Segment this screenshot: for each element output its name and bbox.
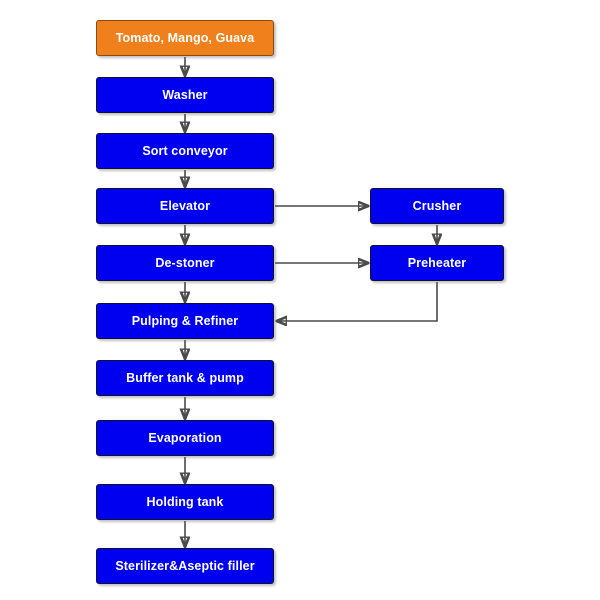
node-preheater[interactable]: Preheater bbox=[370, 245, 504, 281]
node-holding-tank[interactable]: Holding tank bbox=[96, 484, 274, 520]
node-evaporation[interactable]: Evaporation bbox=[96, 420, 274, 456]
node-crusher-label: Crusher bbox=[412, 198, 462, 213]
node-evaporation-label: Evaporation bbox=[148, 430, 222, 445]
node-washer[interactable]: Washer bbox=[96, 77, 274, 113]
node-sterilizer-aseptic-filler-label: Sterilizer&Aseptic filler bbox=[115, 558, 255, 573]
node-de-stoner-label: De-stoner bbox=[155, 255, 215, 270]
node-raw-material-label: Tomato, Mango, Guava bbox=[115, 30, 255, 45]
node-preheater-label: Preheater bbox=[407, 255, 467, 270]
node-washer-label: Washer bbox=[162, 87, 208, 102]
node-buffer-tank-pump[interactable]: Buffer tank & pump bbox=[96, 360, 274, 396]
node-raw-material[interactable]: Tomato, Mango, Guava bbox=[96, 20, 274, 56]
node-de-stoner[interactable]: De-stoner bbox=[96, 245, 274, 281]
node-elevator[interactable]: Elevator bbox=[96, 188, 274, 224]
node-sterilizer-aseptic-filler[interactable]: Sterilizer&Aseptic filler bbox=[96, 548, 274, 584]
node-crusher[interactable]: Crusher bbox=[370, 188, 504, 224]
node-holding-tank-label: Holding tank bbox=[146, 494, 224, 509]
node-sort-conveyor-label: Sort conveyor bbox=[142, 143, 228, 158]
node-elevator-label: Elevator bbox=[159, 198, 211, 213]
node-pulping-refiner-label: Pulping & Refiner bbox=[131, 313, 239, 328]
node-pulping-refiner[interactable]: Pulping & Refiner bbox=[96, 303, 274, 339]
node-sort-conveyor[interactable]: Sort conveyor bbox=[96, 133, 274, 169]
edge-preheater-to-pulping-refiner bbox=[277, 282, 438, 321]
node-buffer-tank-pump-label: Buffer tank & pump bbox=[126, 370, 244, 385]
